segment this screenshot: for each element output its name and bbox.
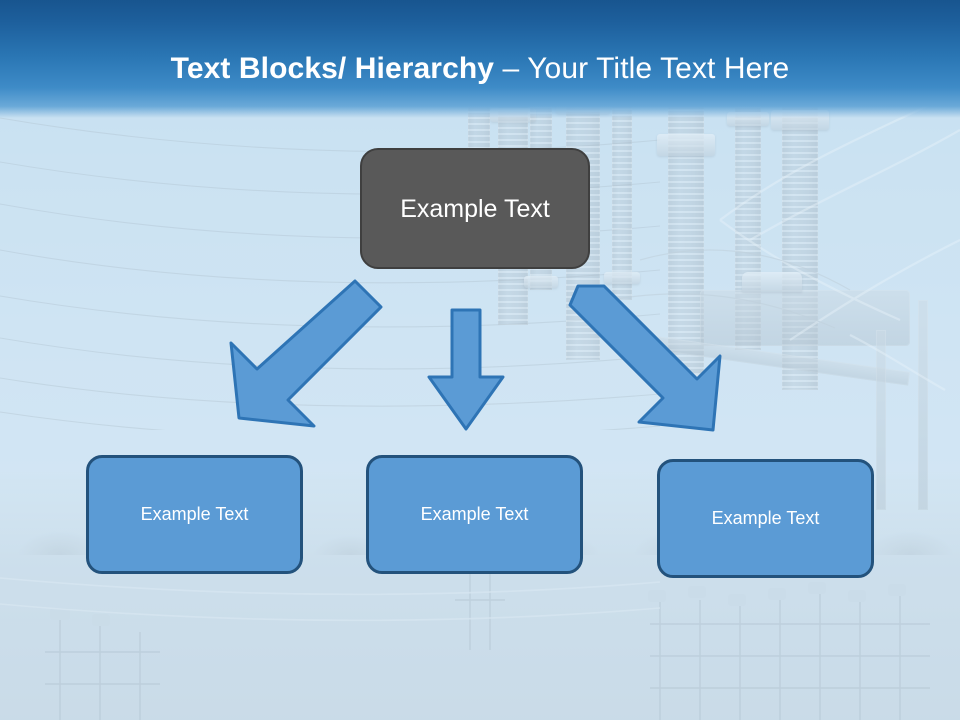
insulator-cap — [657, 134, 715, 156]
page-title-normal: Your Title Text Here — [527, 52, 790, 85]
insulator-column — [612, 102, 632, 300]
support-post — [876, 330, 886, 510]
arrow-right-icon — [568, 284, 722, 432]
leaf-node-3[interactable]: Example Text — [657, 459, 874, 578]
page-title: Text Blocks/ Hierarchy – Your Title Text… — [0, 52, 960, 86]
insulator-cap — [524, 276, 558, 288]
page-title-separator: – — [502, 52, 528, 85]
support-post — [918, 300, 928, 510]
switchgear-housing — [700, 290, 910, 346]
leaf-node-1-label: Example Text — [140, 503, 249, 524]
root-node[interactable]: Example Text — [360, 148, 590, 269]
leaf-node-1[interactable]: Example Text — [86, 455, 303, 574]
lower-yard-structures — [0, 570, 930, 720]
root-node-label: Example Text — [400, 194, 550, 223]
arrow-left-icon — [229, 279, 383, 428]
leaf-node-2[interactable]: Example Text — [366, 455, 583, 574]
leaf-node-2-label: Example Text — [420, 503, 529, 524]
insulator-cap — [604, 272, 640, 284]
right-conductors — [609, 90, 960, 391]
title-band: Text Blocks/ Hierarchy – Your Title Text… — [0, 0, 960, 118]
bushing-top — [742, 272, 802, 292]
page-title-bold: Text Blocks/ Hierarchy — [170, 52, 503, 85]
arrow-middle-icon — [427, 308, 505, 431]
leaf-node-3-label: Example Text — [711, 507, 820, 528]
